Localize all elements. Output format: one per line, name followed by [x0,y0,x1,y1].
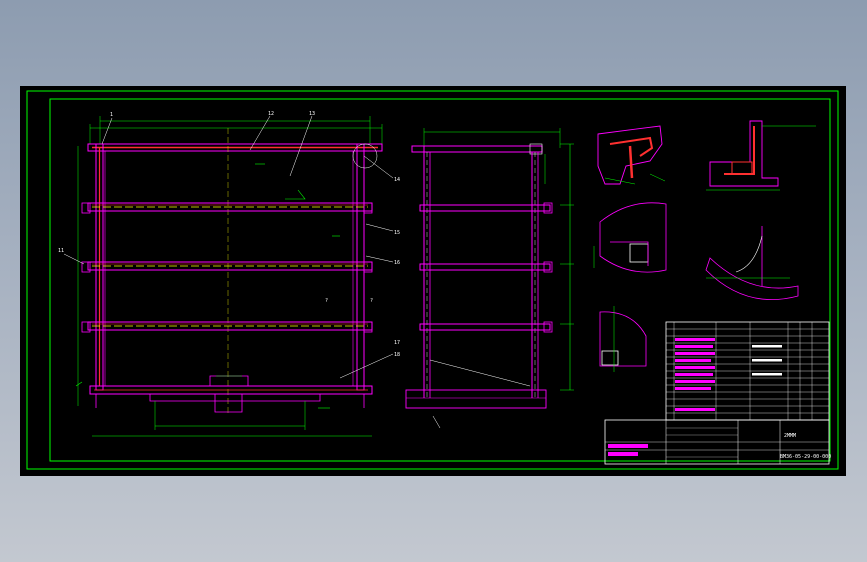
callout-15: 15 [394,230,400,236]
cad-viewport[interactable]: ? ? 1 12 13 14 15 16 11 17 18 [20,86,846,476]
company-label: 2MMM [784,433,796,439]
drawing-number: BM36-05-29-00-000 [780,454,831,460]
callout-17: 17 [394,340,400,346]
front-view: ? ? [63,115,394,437]
side-view [405,128,574,429]
callout-12: 12 [268,111,274,117]
parts-list [665,321,830,421]
inner-border [49,98,831,462]
callout-14: 14 [394,177,400,183]
outer-border [26,90,839,470]
mark-front-b: ? [370,298,373,304]
callout-11: 11 [58,248,64,254]
mark-front-a: ? [325,298,328,304]
callout-1: 1 [110,112,113,118]
drawing-sheet: ? ? 1 12 13 14 15 16 11 17 18 [26,90,839,470]
callouts: 1 12 13 14 15 16 11 17 18 [58,111,400,358]
callout-16: 16 [394,260,400,266]
callout-13: 13 [309,111,315,117]
title-block: 2MMM BM36-05-29-00-000 [604,419,831,465]
detail-views [593,120,816,372]
callout-18: 18 [394,352,400,358]
